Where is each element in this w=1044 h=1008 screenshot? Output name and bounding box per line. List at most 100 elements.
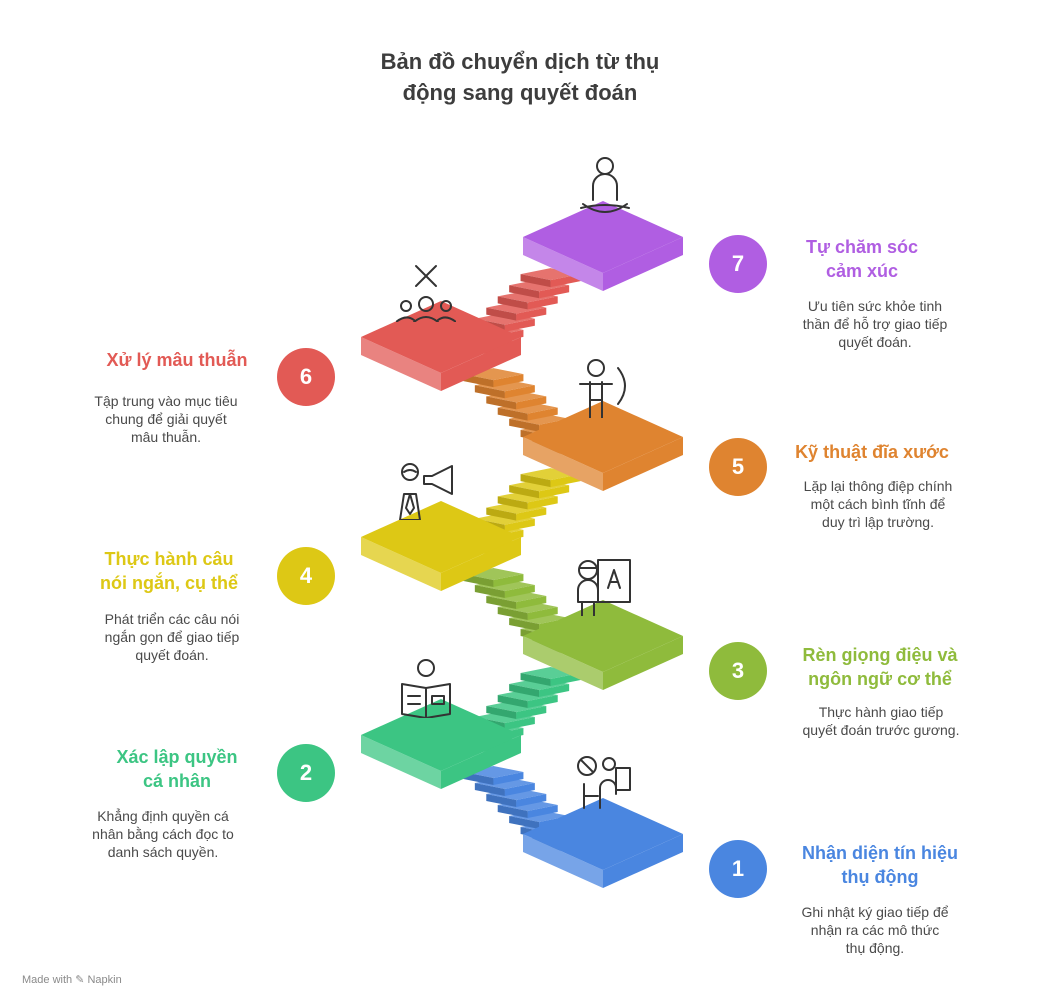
stair-side-5 [516, 396, 547, 410]
step-5-desc-line: một cách bình tĩnh để [810, 496, 946, 512]
person-speaking-icon [579, 359, 626, 418]
platform-right-face-1 [603, 834, 683, 888]
platform-left-face-1 [523, 834, 603, 888]
step-4-title-line-2: nói ngắn, cụ thể [100, 573, 238, 593]
stair-riser-2 [520, 673, 551, 686]
stair-riser-2 [509, 684, 540, 697]
step-3-badge: 3 [709, 642, 767, 700]
step-6-desc-line: Tập trung vào mục tiêu [94, 393, 238, 409]
step-2-desc-line: nhân bằng cách đọc to [92, 826, 234, 842]
stair-side-6 [516, 307, 547, 321]
step-5-title: Kỹ thuật đĩa xước [777, 440, 967, 464]
stair-side-6 [539, 285, 570, 299]
napkin-logo-icon: ✎ [75, 974, 85, 986]
platform-top-2 [361, 699, 521, 771]
step-6-description: Tập trung vào mục tiêu chung để giải quy… [71, 392, 261, 446]
step-3-title: Rèn giọng điệu và ngôn ngữ cơ thể [785, 643, 975, 691]
platform-top-1 [523, 798, 683, 870]
stair-side-3 [527, 607, 558, 620]
person-megaphone-icon [399, 463, 453, 520]
platform-left-face-5 [523, 437, 603, 491]
step-7-description: Ưu tiên sức khỏe tinh thần để hỗ trợ gia… [780, 297, 970, 351]
stair-riser-6 [486, 307, 517, 321]
stair-riser-3 [497, 607, 528, 620]
platform-top-3 [523, 600, 683, 672]
step-1-title-line-2: thụ động [841, 867, 919, 887]
step-1-desc-line: thụ động. [845, 940, 905, 956]
step-4-title-line-1: Thực hành câu [104, 549, 234, 569]
stair-side-2 [527, 695, 558, 708]
step-5-badge: 5 [709, 438, 767, 496]
step-2-title: Xác lập quyền cá nhân [82, 745, 272, 793]
stair-riser-1 [509, 816, 540, 829]
step-2-badge: 2 [277, 744, 335, 802]
platform-right-face-2 [441, 735, 521, 789]
step-3-desc-line: Thực hành giao tiếp [818, 704, 944, 720]
step-3-desc-line: quyết đoán trước gương. [802, 722, 960, 738]
step-3-title-line-1: Rèn giọng điệu và [802, 645, 958, 665]
step-6-desc-line: chung để giải quyết [105, 411, 227, 427]
stair-side-4 [504, 518, 535, 532]
step-5-title-line-1: Kỹ thuật đĩa xước [795, 442, 949, 462]
stair-side-3 [493, 574, 524, 587]
step-2-desc-line: danh sách quyền. [107, 844, 219, 860]
stair-riser-3 [509, 618, 540, 631]
step-2-desc-line: Khẳng định quyền cá [97, 808, 229, 824]
step-4-description: Phát triển các câu nói ngắn gọn để giao … [77, 610, 267, 664]
step-3-title-line-2: ngôn ngữ cơ thể [808, 669, 952, 689]
stair-riser-4 [509, 485, 540, 499]
step-7-desc-line: thần để hỗ trợ giao tiếp [802, 316, 948, 332]
step-2-title-line-1: Xác lập quyền [116, 747, 238, 767]
step-1-title-line-1: Nhận diện tín hiệu [802, 843, 958, 863]
stair-side-2 [504, 717, 535, 730]
stair-riser-3 [486, 596, 517, 609]
stair-riser-6 [497, 296, 528, 310]
step-1-title: Nhận diện tín hiệu thụ động [785, 841, 975, 889]
step-4-badge: 4 [277, 547, 335, 605]
step-7-badge: 7 [709, 235, 767, 293]
step-1-badge: 1 [709, 840, 767, 898]
stair-riser-2 [497, 695, 528, 708]
stair-side-1 [504, 783, 535, 796]
platform-top-7 [523, 201, 683, 273]
stair-riser-4 [486, 507, 517, 521]
meditation-icon [580, 157, 630, 213]
step-7-desc-line: Ưu tiên sức khỏe tinh [807, 298, 943, 314]
stair-side-3 [516, 596, 547, 609]
step-4-title: Thực hành câu nói ngắn, cụ thể [74, 547, 264, 595]
step-4-desc-line: quyết đoán. [135, 647, 209, 663]
platform-left-face-3 [523, 636, 603, 690]
step-2-title-line-2: cá nhân [142, 771, 212, 791]
step-1-desc-line: nhận ra các mô thức [810, 922, 940, 938]
stair-side-2 [516, 706, 547, 719]
no-speaking-person-icon [577, 756, 631, 809]
stair-riser-2 [486, 706, 517, 719]
step-6-title: Xử lý mâu thuẫn [82, 348, 272, 372]
stair-riser-5 [497, 407, 528, 421]
step-7-title-line-1: Tự chăm sóc [805, 237, 919, 257]
platform-left-face-7 [523, 237, 603, 291]
step-7-title-line-2: cảm xúc [825, 261, 899, 281]
person-at-board-icon [577, 559, 631, 616]
stair-riser-1 [486, 794, 517, 807]
footer-brand: Made with ✎ Napkin [22, 973, 122, 986]
step-1-desc-line: Ghi nhật ký giao tiếp để [801, 904, 949, 920]
stair-riser-6 [520, 274, 551, 288]
stair-riser-1 [497, 805, 528, 818]
platform-left-face-2 [361, 735, 441, 789]
title-line-2: động sang quyết đoán [402, 80, 638, 105]
stair-side-5 [527, 407, 558, 421]
step-5-desc-line: duy trì lập trường. [822, 514, 934, 530]
stair-riser-3 [474, 585, 505, 598]
stair-side-4 [539, 485, 570, 499]
step-7-title: Tự chăm sóc cảm xúc [767, 235, 957, 283]
title-line-1: Bản đồ chuyển dịch từ thụ [380, 49, 660, 74]
step-6-badge: 6 [277, 348, 335, 406]
footer-made-with: Made with [22, 974, 73, 986]
platform-right-face-3 [603, 636, 683, 690]
stair-side-5 [493, 374, 524, 388]
person-reading-icon [401, 659, 451, 718]
stair-riser-5 [509, 418, 540, 432]
platform-right-face-4 [441, 537, 521, 591]
